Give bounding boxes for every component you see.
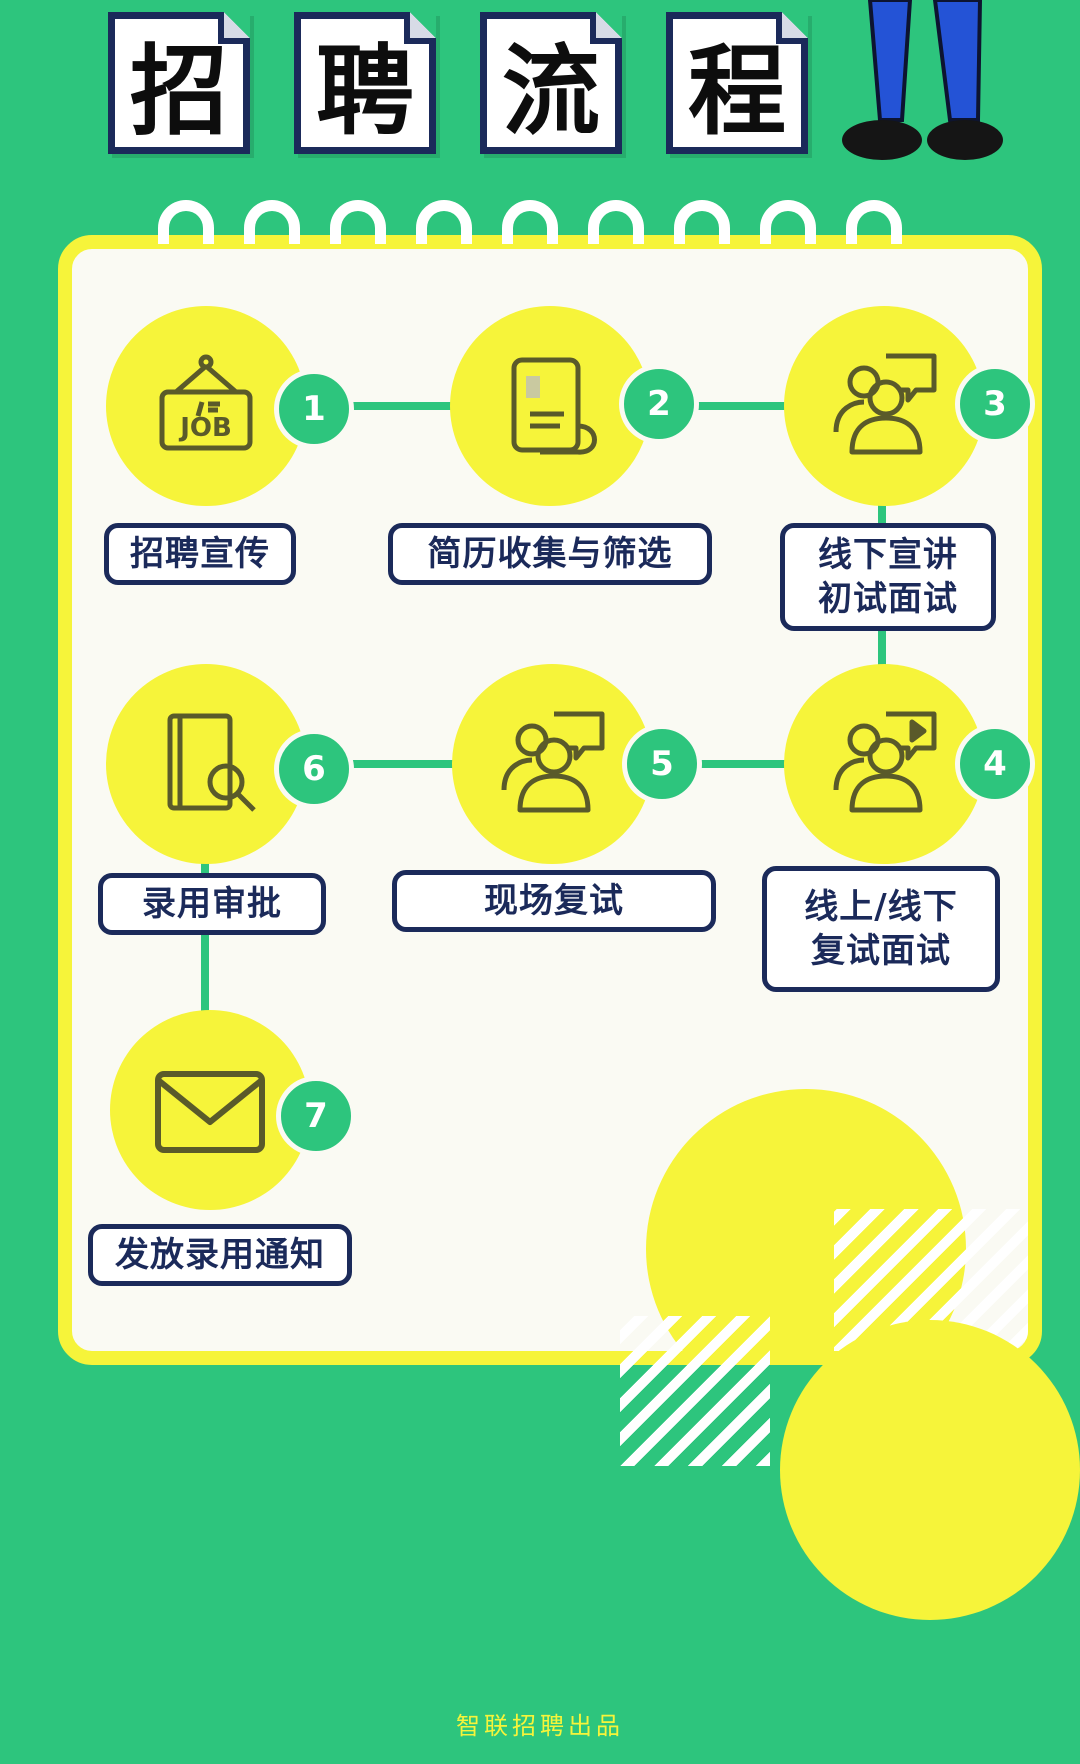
step-5-label: 现场复试: [392, 870, 716, 932]
step-4-circle: [784, 664, 984, 864]
step-1-circle: JOB: [106, 306, 306, 506]
step-4-label: 线上/线下 复试面试: [762, 866, 1000, 992]
flow-connector: [350, 402, 460, 410]
job-sign-icon: JOB: [159, 354, 253, 451]
step-7-number: 7: [276, 1076, 356, 1156]
title-char-tile: 程: [666, 12, 808, 154]
step-4-number: 4: [955, 724, 1035, 804]
step-2-number: 2: [619, 364, 699, 444]
step-3-label: 线下宣讲 初试面试: [780, 523, 996, 631]
step-3-circle: [784, 306, 984, 506]
page-fold: [218, 12, 250, 44]
step-2-label: 简历收集与筛选: [388, 523, 712, 585]
decor-stripes: [620, 1316, 770, 1466]
people-speech-icon: [833, 353, 937, 455]
footer-credit: 智联招聘出品: [456, 1712, 624, 1740]
step-1-label: 招聘宣传: [104, 523, 296, 585]
spiral-ring: [760, 200, 816, 244]
resume-document-icon: [511, 357, 597, 455]
step-5-circle: [452, 664, 652, 864]
spiral-ring: [158, 200, 214, 244]
step-5-number: 5: [622, 724, 702, 804]
flow-connector: [690, 402, 790, 410]
spiral-ring: [244, 200, 300, 244]
flow-connector: [690, 760, 790, 768]
title-char: 程: [687, 35, 786, 149]
step-6-label: 录用审批: [98, 873, 326, 935]
decor-circle: [780, 1320, 1080, 1620]
step-6-number: 6: [274, 729, 354, 809]
mascot-legs-illustration: [842, 0, 1003, 160]
step-2-circle: [450, 306, 650, 506]
title-char-tile: 聘: [294, 12, 436, 154]
title-char: 招: [129, 35, 228, 149]
title-char: 流: [501, 35, 600, 149]
step-7-label: 发放录用通知: [88, 1224, 352, 1286]
envelope-icon: [155, 1071, 265, 1153]
page-fold: [404, 12, 436, 44]
svg-text:JOB: JOB: [178, 413, 232, 443]
people-video-icon: [833, 711, 937, 813]
document-search-icon: [167, 713, 256, 812]
page-fold: [590, 12, 622, 44]
step-1-number: 1: [274, 369, 354, 449]
title-char: 聘: [315, 35, 414, 149]
flow-connector: [201, 862, 209, 1012]
spiral-ring: [846, 200, 902, 244]
page-fold: [776, 12, 808, 44]
step-6-circle: [106, 664, 306, 864]
flow-connector: [350, 760, 460, 768]
spiral-ring: [416, 200, 472, 244]
title-char-tile: 流: [480, 12, 622, 154]
spiral-ring: [588, 200, 644, 244]
spiral-ring: [330, 200, 386, 244]
step-3-number: 3: [955, 364, 1035, 444]
people-chat-icon: [501, 711, 605, 813]
spiral-ring: [674, 200, 730, 244]
title-char-tile: 招: [108, 12, 250, 154]
spiral-ring: [502, 200, 558, 244]
